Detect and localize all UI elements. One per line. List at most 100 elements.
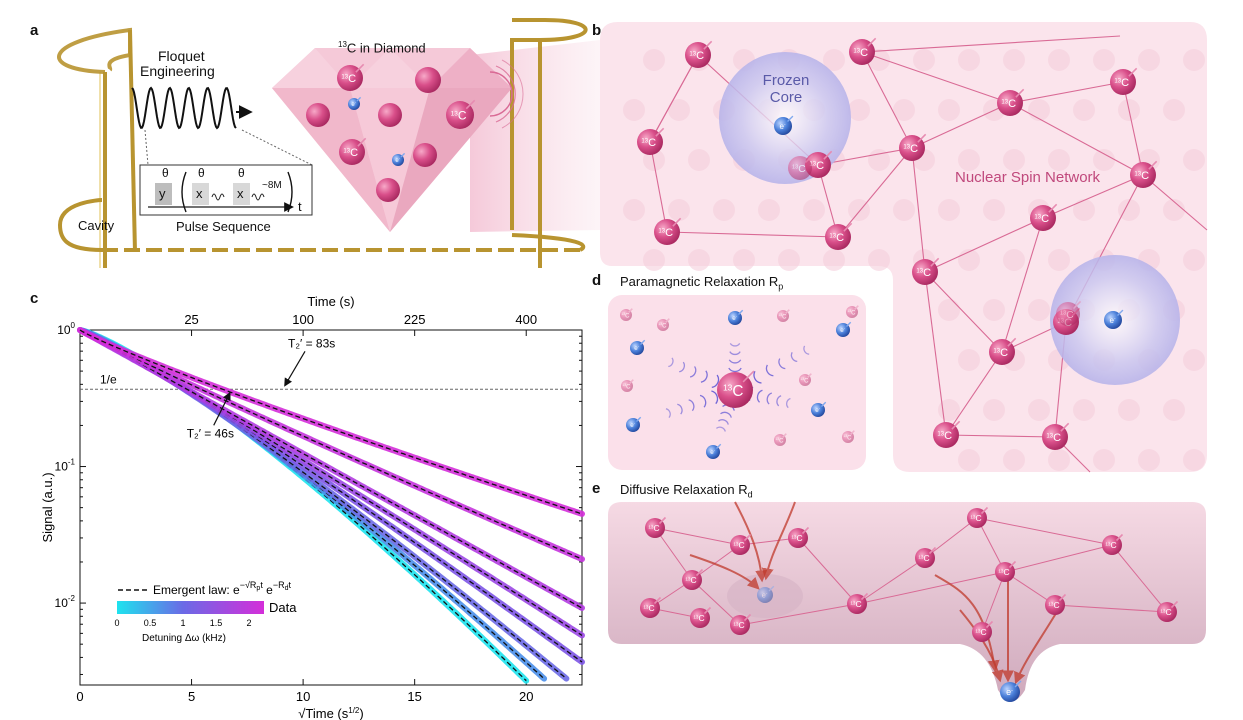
svg-text:13C: 13C xyxy=(1160,607,1171,617)
background-dot xyxy=(688,249,710,271)
y-tick-label: 10-1 xyxy=(55,458,76,474)
nucleus-13c: 13C xyxy=(730,613,752,635)
svg-text:13C: 13C xyxy=(829,232,844,244)
svg-text:13C: 13C xyxy=(809,160,824,172)
network-edge xyxy=(1042,174,1144,219)
nucleus-13c: 13C xyxy=(933,420,961,448)
spin-arrow xyxy=(672,217,682,227)
electron: e- xyxy=(1104,309,1124,329)
svg-text:13C: 13C xyxy=(847,309,856,316)
series-band xyxy=(77,327,585,611)
nucleus-13c: 13C xyxy=(637,127,665,155)
spin-arrow xyxy=(357,137,367,147)
background-dot xyxy=(668,199,690,221)
svg-text:13C: 13C xyxy=(975,627,986,637)
nucleus-13c: 13C xyxy=(995,560,1017,582)
network-edge xyxy=(691,579,741,626)
nucleus-13c: 13C xyxy=(899,133,927,161)
electron: e- xyxy=(706,443,722,459)
diamond-title-sup: 13 xyxy=(338,40,347,49)
svg-text:13C: 13C xyxy=(689,50,704,62)
panel-label-e: e xyxy=(592,480,601,497)
background-dot xyxy=(1028,299,1050,321)
svg-text:13C: 13C xyxy=(970,513,981,523)
interaction-wave xyxy=(753,370,762,384)
fit-line xyxy=(79,329,583,515)
theta-1: θ xyxy=(162,166,169,180)
interaction-wave xyxy=(766,392,773,405)
nucleus-13c-faded: 13C xyxy=(788,154,814,180)
background-dot xyxy=(1003,449,1025,471)
diffusion-arrow xyxy=(689,554,760,590)
frozen-core-line2: Core xyxy=(769,89,803,106)
interaction-wave xyxy=(778,358,786,370)
panel-label-b: b xyxy=(592,22,602,39)
nucleus-13c: 13C xyxy=(989,337,1017,365)
top-tick-label: 400 xyxy=(515,312,537,327)
interaction-wave xyxy=(678,361,685,373)
spin-arrow xyxy=(1015,88,1025,98)
theta-3: θ xyxy=(238,166,245,180)
nucleus-13c: 13C xyxy=(847,592,869,614)
svg-text:13C: 13C xyxy=(733,540,744,550)
svg-text:e-: e- xyxy=(840,327,846,335)
interaction-wave xyxy=(729,342,741,347)
spin-arrow xyxy=(951,420,961,430)
svg-text:13C: 13C xyxy=(451,109,467,123)
network-label: Nuclear Spin Network xyxy=(955,169,1101,186)
y-tick-label: 100 xyxy=(57,321,75,337)
svg-text:13C: 13C xyxy=(658,322,667,329)
interaction-wave xyxy=(689,366,697,378)
background-dot xyxy=(623,99,645,121)
network-edge xyxy=(861,51,1011,104)
colorbar-tick-label: 2 xyxy=(246,618,251,628)
background-dot xyxy=(1183,149,1205,171)
nucleus-13c: 13C xyxy=(788,526,810,548)
theta-2: θ xyxy=(198,166,205,180)
network-edge xyxy=(924,271,947,436)
svg-text:13C: 13C xyxy=(341,73,356,85)
spin-arrow xyxy=(850,430,855,435)
spin-arrow xyxy=(628,308,633,313)
svg-text:13C: 13C xyxy=(916,267,931,279)
svg-text:13C: 13C xyxy=(1048,600,1059,610)
colorbar-tick-label: 1 xyxy=(180,618,185,628)
background-dot xyxy=(848,99,870,121)
panel-label-a: a xyxy=(30,22,39,39)
spin-arrow xyxy=(1060,422,1070,432)
lattice-atom xyxy=(306,103,330,127)
background-dot xyxy=(1048,149,1070,171)
nucleus-13c: 13C xyxy=(645,516,667,538)
spin-arrow xyxy=(1128,67,1138,77)
interaction-wave xyxy=(720,411,732,418)
background-dot xyxy=(938,99,960,121)
interaction-wave xyxy=(728,359,742,364)
spin-arrow xyxy=(1048,203,1058,213)
spin-arrow xyxy=(1007,337,1017,347)
annotation-arrow xyxy=(213,391,231,426)
background-dot xyxy=(1093,149,1115,171)
background-dot xyxy=(1093,49,1115,71)
svg-text:13C: 13C xyxy=(998,567,1009,577)
svg-text:13C: 13C xyxy=(343,147,358,159)
spin-arrow xyxy=(985,620,994,629)
svg-text:13C: 13C xyxy=(1046,432,1061,444)
nucleus-13c: 13C xyxy=(1130,160,1158,188)
nucleus-13c: 13C xyxy=(654,217,682,245)
spin-arrow xyxy=(801,526,810,535)
network-edge xyxy=(739,603,858,626)
interaction-wave xyxy=(728,367,742,373)
svg-text:e-: e- xyxy=(732,315,738,323)
nucleus-13c: 13C xyxy=(1042,422,1070,450)
network-edge xyxy=(649,141,668,233)
background-dot xyxy=(1003,49,1025,71)
nucleus-13c-faded: 13C xyxy=(777,309,790,322)
nucleus-13c-center: 13C xyxy=(717,370,755,408)
nucleus-13c: 13C xyxy=(337,63,365,91)
lattice-atom xyxy=(376,178,400,202)
spin-arrow xyxy=(807,373,812,378)
svg-text:e-: e- xyxy=(1006,687,1013,697)
nucleus-13c: 13C xyxy=(1157,600,1179,622)
spin-arrow xyxy=(928,546,937,555)
svg-text:13C: 13C xyxy=(723,382,743,399)
